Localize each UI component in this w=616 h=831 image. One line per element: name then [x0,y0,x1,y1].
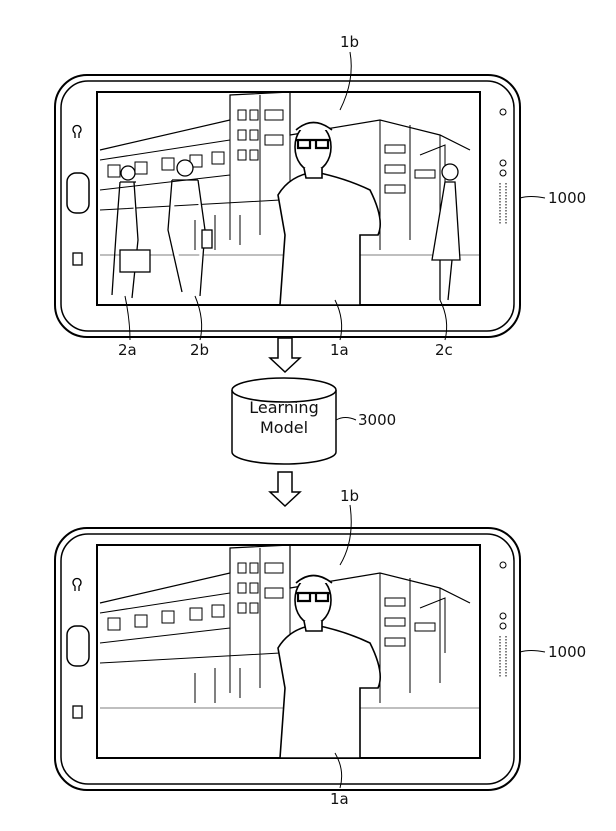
label-1000-bottom: 1000 [548,643,587,661]
learning-model-line2: Model [259,418,309,437]
down-arrow-1 [268,337,302,374]
bystanders [111,159,461,301]
down-arrow-2 [268,471,302,508]
label-2a: 2a [118,341,137,359]
learning-model-line1: Learning [249,398,319,417]
leader-lines-top [124,51,546,341]
label-2b: 2b [190,341,210,359]
label-1b-bottom: 1b [340,487,360,505]
label-1000-top: 1000 [548,189,587,207]
leader-lines-bottom [334,504,546,789]
label-1a-bottom: 1a [330,790,349,808]
label-3000: 3000 [358,411,397,429]
label-2c: 2c [435,341,453,359]
label-1a-top: 1a [330,341,349,359]
learning-model-text: Learning Model [232,398,336,438]
label-1b-top: 1b [340,33,360,51]
database-cylinder-icon [231,377,337,465]
top-scene [98,90,482,307]
